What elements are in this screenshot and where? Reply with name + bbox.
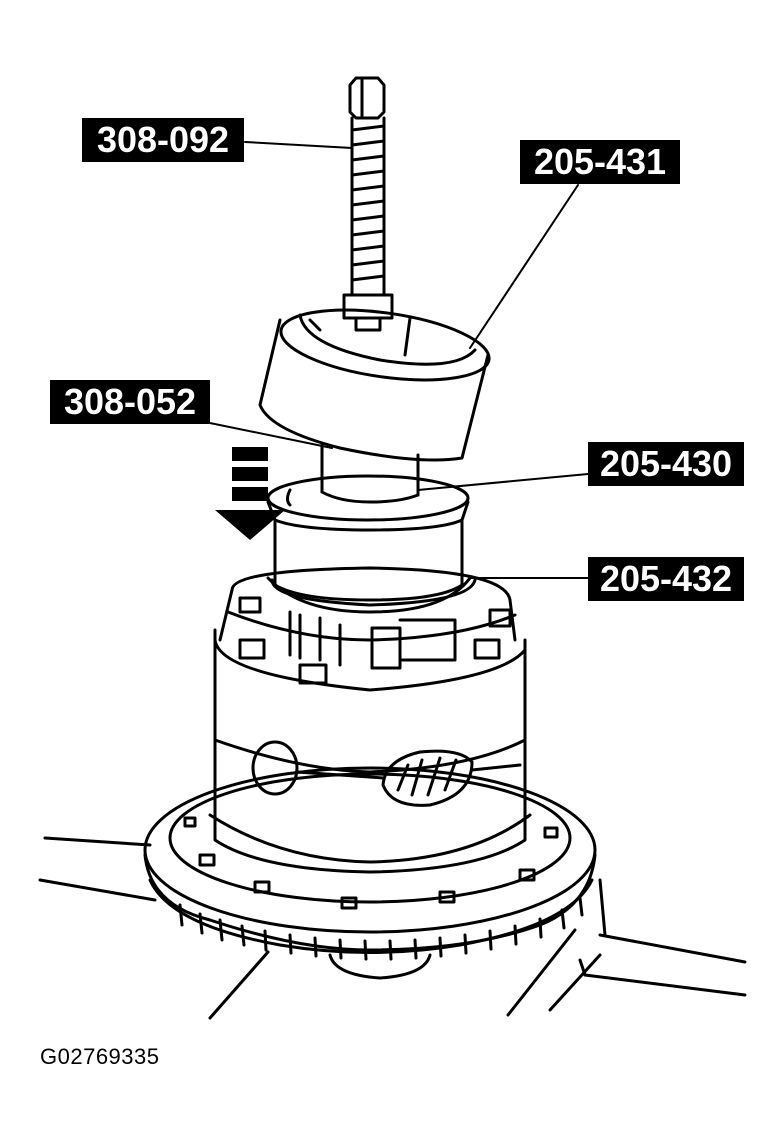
cup-205-431 (258, 308, 491, 462)
bearing-installer (266, 474, 472, 614)
callout-308-052: 308-052 (50, 380, 210, 424)
press-direction-arrow-icon (215, 447, 285, 540)
ring-gear (143, 766, 597, 980)
callout-308-092: 308-092 (82, 118, 244, 162)
differential-case (208, 566, 532, 874)
svg-text:308-092: 308-092 (97, 119, 229, 160)
svg-text:205-431: 205-431 (534, 141, 666, 182)
svg-text:308-052: 308-052 (64, 381, 196, 422)
svg-text:205-432: 205-432 (600, 558, 732, 599)
forcing-screw-308-092 (342, 76, 394, 332)
adapter-308-052 (320, 443, 420, 504)
callout-205-431: 205-431 (520, 140, 680, 184)
svg-text:205-430: 205-430 (600, 443, 732, 484)
callout-205-430: 205-430 (588, 442, 744, 486)
callout-205-432: 205-432 (588, 557, 744, 601)
leader-lines (204, 141, 589, 579)
support-beams (38, 836, 747, 1020)
figure-id: G02769335 (40, 1044, 160, 1069)
